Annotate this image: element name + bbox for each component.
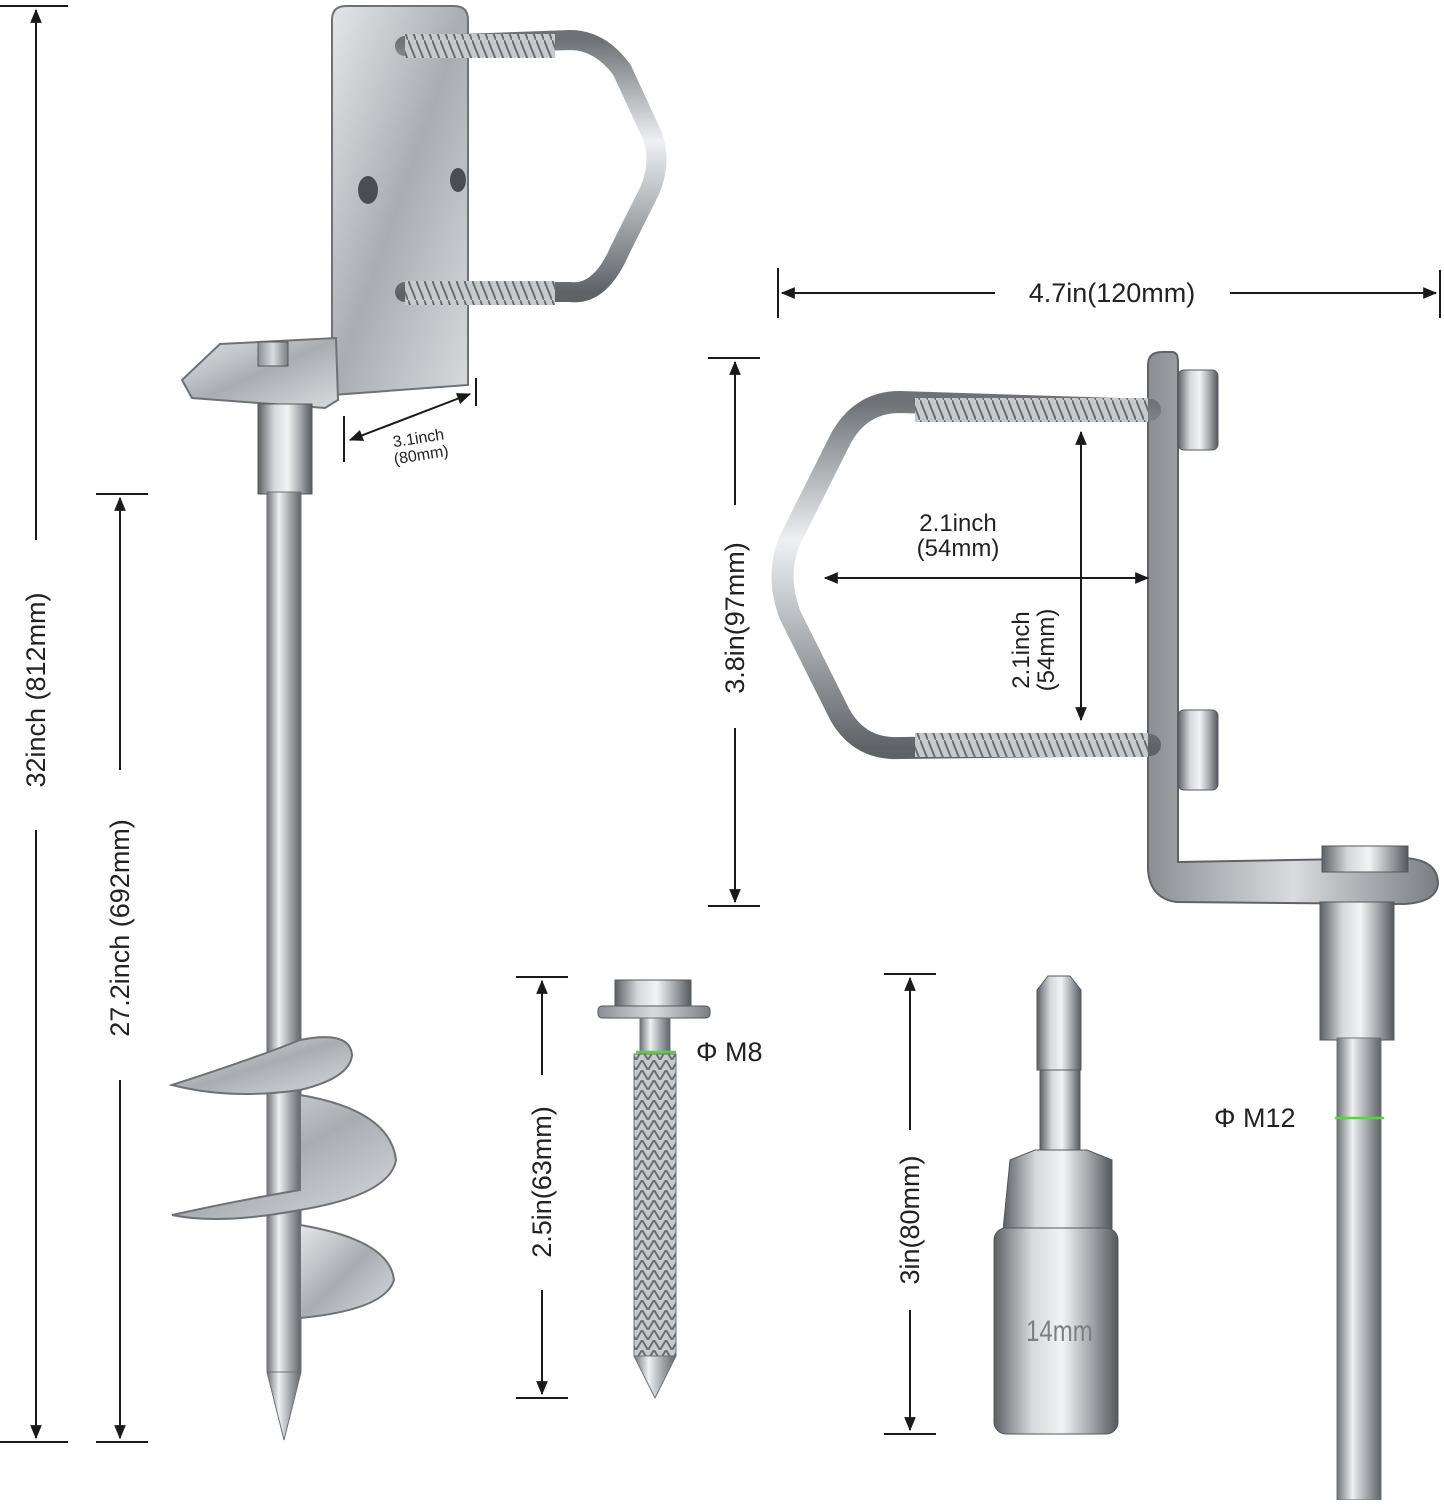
- screw-hex-head: [614, 979, 692, 1009]
- shaft-diameter-label: Φ M12: [1214, 1103, 1296, 1133]
- anchor-u-bolt-thread: [405, 34, 555, 58]
- bracket-shaft: [1336, 1037, 1382, 1501]
- bracket-illustration: [771, 351, 1440, 1501]
- ubolt-inner-height-label: 2.1inch (54mm): [1007, 608, 1060, 692]
- auger-helix: [171, 1093, 398, 1220]
- screw-thread: [633, 1053, 677, 1357]
- socket-collar: [1002, 1149, 1113, 1231]
- socket-size-engraving: 14mm: [1026, 1315, 1093, 1348]
- overall-height-label: 32inch (812mm): [20, 592, 51, 788]
- socket-body: [993, 1227, 1119, 1435]
- plate-hole: [358, 176, 378, 204]
- socket-length-label: 3in(80mm): [894, 1155, 925, 1285]
- diameter-markers: [636, 1050, 1384, 1120]
- screw-diameter-label: Φ M8: [696, 1037, 763, 1067]
- bracket-width-label: 4.7in(120mm): [1028, 277, 1196, 308]
- screw-shank: [639, 1017, 671, 1055]
- screw-washer: [597, 1005, 711, 1019]
- ubolt-inner-width-inch: 2.1inch: [919, 509, 997, 537]
- ubolt-inner-height-inch: 2.1inch: [1007, 611, 1035, 689]
- anchor-tip: [266, 1371, 302, 1441]
- anchor-shaft: [266, 491, 302, 1373]
- shaft-length-label: 27.2inch (692mm): [104, 819, 135, 1037]
- anchor-u-bolt-thread: [405, 281, 555, 305]
- auger-helix: [168, 1036, 354, 1095]
- ground-anchor-illustration: [168, 5, 667, 1441]
- ubolt-inner-height-mm: (54mm): [1033, 608, 1060, 692]
- screw-length-label: 2.5in(63mm): [526, 1106, 557, 1258]
- socket-adapter-illustration: [993, 975, 1119, 1435]
- bracket-hex-bolt: [1321, 845, 1409, 873]
- plate-hole: [450, 168, 466, 192]
- socket-neck: [1039, 1069, 1081, 1161]
- auger-helix: [299, 1223, 396, 1320]
- base-hex-bolt: [257, 341, 289, 367]
- bracket-hex-coupler: [1319, 901, 1395, 1041]
- anchor-vertical-plate: [331, 5, 469, 397]
- anchor-base-plate: [180, 336, 340, 410]
- bracket-height-label: 3.8in(97mm): [719, 542, 750, 694]
- socket-hex-shank: [1036, 975, 1082, 1071]
- dimension-lines: [0, 5, 1441, 1443]
- anchor-hex-coupler: [257, 403, 313, 495]
- bracket-l-plate: [1147, 351, 1440, 906]
- ubolt-inner-width-mm: (54mm): [916, 535, 1000, 562]
- bracket-nut: [1177, 709, 1219, 791]
- anchor-u-bolt: [395, 29, 667, 303]
- lag-screw-illustration: [597, 979, 711, 1400]
- screw-tip: [633, 1355, 677, 1400]
- bracket-u-bolt-thread: [915, 733, 1148, 757]
- bracket-nut: [1177, 369, 1219, 451]
- dimension-line: [348, 393, 472, 441]
- bracket-u-bolt: [771, 390, 1161, 760]
- ubolt-inner-width-label: 2.1inch (54mm): [916, 509, 1000, 562]
- bracket-u-bolt-thread: [915, 398, 1148, 422]
